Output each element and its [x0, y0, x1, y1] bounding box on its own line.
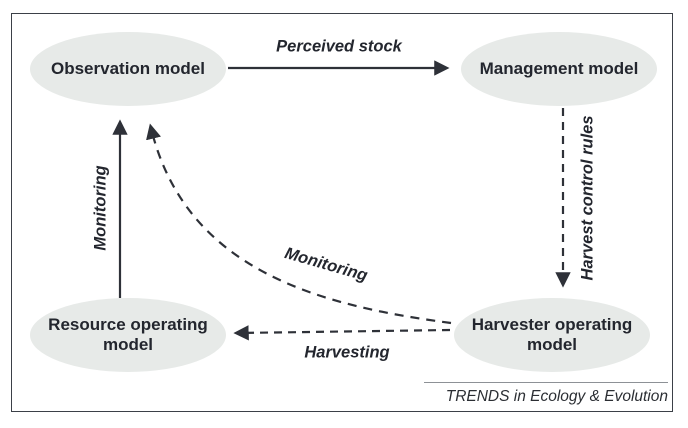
node-resource-label-line1: Resource operating — [48, 315, 208, 334]
harvesting-arrow — [233, 325, 451, 341]
harvesting-label: Harvesting — [304, 343, 390, 362]
node-observation-model: Observation model — [30, 32, 226, 106]
node-harvester-label-line1: Harvester operating — [471, 315, 633, 334]
monitoring-dashed-arrow — [146, 123, 452, 325]
node-management-label: Management model — [479, 59, 639, 78]
perceived-stock-label: Perceived stock — [276, 37, 402, 56]
harvest-control-rules-label: Harvest control rules — [578, 115, 597, 281]
node-observation-label: Observation model — [51, 59, 205, 78]
footer-rule — [424, 382, 668, 383]
node-resource-label-line2: model — [102, 335, 154, 354]
node-harvester-operating-model: Harvester operating model — [454, 298, 650, 372]
node-resource-operating-model: Resource operating model — [30, 298, 226, 372]
node-harvester-label-line2: model — [526, 335, 578, 354]
journal-credit: TRENDS in Ecology & Evolution — [445, 388, 668, 405]
monitoring-solid-label: Monitoring — [91, 165, 110, 251]
figure-border — [11, 13, 673, 412]
node-management-model: Management model — [461, 32, 657, 106]
